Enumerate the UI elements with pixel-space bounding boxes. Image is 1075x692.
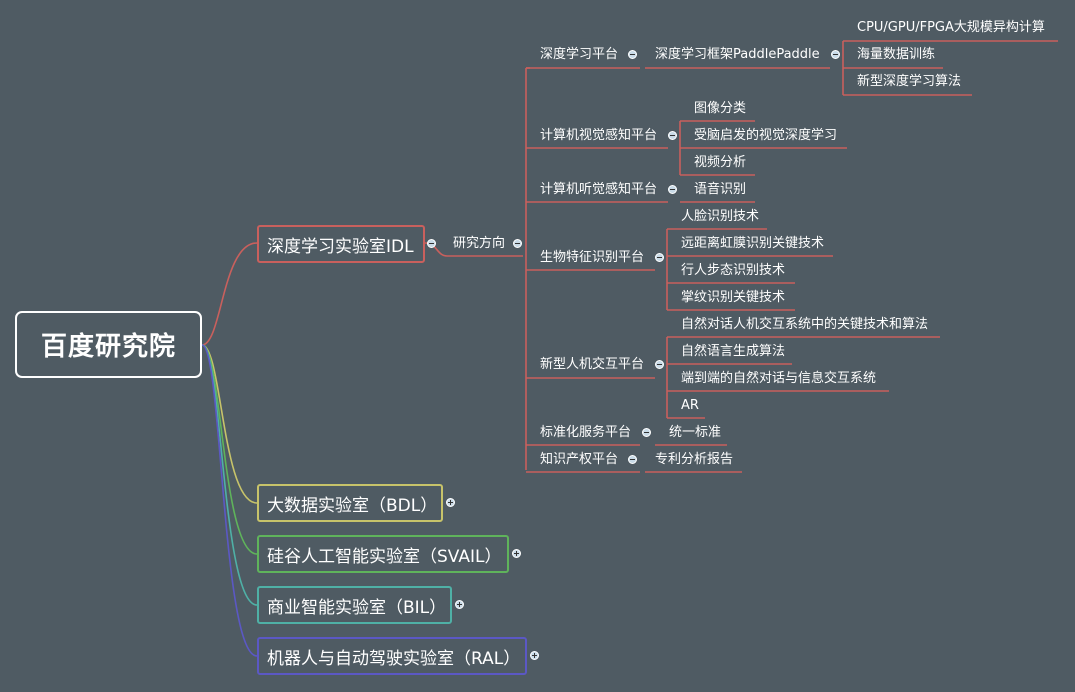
research-direction-node[interactable]: 研究方向	[453, 236, 506, 251]
leaf-paddle[interactable]: 深度学习框架PaddlePaddle	[655, 47, 820, 62]
platform-hci[interactable]: 新型人机交互平台	[540, 357, 645, 372]
root-node[interactable]: 百度研究院	[15, 311, 202, 378]
lab-bdl-node[interactable]: 大数据实验室（BDL）	[257, 484, 443, 522]
lab-svail-node[interactable]: 硅谷人工智能实验室（SVAIL）	[257, 535, 509, 573]
lab-ral-label: 机器人与自动驾驶实验室（RAL）	[267, 648, 521, 669]
leaf-cv-2[interactable]: 受脑启发的视觉深度学习	[694, 128, 838, 143]
leaf-hci-4[interactable]: AR	[681, 398, 699, 413]
collapse-icon[interactable]	[513, 239, 522, 248]
expand-icon[interactable]	[446, 498, 455, 507]
leaf-paddle-2[interactable]: 海量数据训练	[857, 47, 936, 62]
leaf-hci-3[interactable]: 端到端的自然对话与信息交互系统	[681, 371, 877, 386]
expand-icon[interactable]	[512, 549, 521, 558]
platform-std[interactable]: 标准化服务平台	[540, 425, 632, 440]
platform-ip[interactable]: 知识产权平台	[540, 452, 619, 467]
lab-bil-label: 商业智能实验室（BIL）	[267, 597, 447, 618]
lab-bil-node[interactable]: 商业智能实验室（BIL）	[257, 586, 452, 624]
collapse-icon[interactable]	[831, 50, 840, 59]
expand-icon[interactable]	[455, 600, 464, 609]
collapse-icon[interactable]	[642, 428, 651, 437]
collapse-icon[interactable]	[628, 455, 637, 464]
collapse-icon[interactable]	[628, 50, 637, 59]
collapse-icon[interactable]	[668, 131, 677, 140]
collapse-icon[interactable]	[668, 185, 677, 194]
leaf-bio-2[interactable]: 远距离虹膜识别关键技术	[681, 236, 825, 251]
leaf-cv-3[interactable]: 视频分析	[694, 155, 747, 170]
expand-icon[interactable]	[530, 651, 539, 660]
lab-svail-label: 硅谷人工智能实验室（SVAIL）	[267, 546, 502, 567]
leaf-std-1[interactable]: 统一标准	[669, 425, 722, 440]
collapse-icon[interactable]	[655, 253, 664, 262]
lab-idl-node[interactable]: 深度学习实验室IDL	[257, 225, 425, 263]
leaf-paddle-1[interactable]: CPU/GPU/FPGA大规模异构计算	[857, 20, 1045, 35]
platform-bio[interactable]: 生物特征识别平台	[540, 250, 645, 265]
lab-bdl-label: 大数据实验室（BDL）	[267, 495, 438, 516]
leaf-bio-1[interactable]: 人脸识别技术	[681, 209, 760, 224]
collapse-icon[interactable]	[655, 360, 664, 369]
leaf-bio-3[interactable]: 行人步态识别技术	[681, 263, 786, 278]
collapse-icon[interactable]	[427, 239, 436, 248]
leaf-asr-1[interactable]: 语音识别	[694, 182, 747, 197]
leaf-ip-1[interactable]: 专利分析报告	[655, 452, 734, 467]
leaf-cv-1[interactable]: 图像分类	[694, 101, 747, 116]
platform-asr[interactable]: 计算机听觉感知平台	[540, 182, 658, 197]
leaf-hci-2[interactable]: 自然语言生成算法	[681, 344, 786, 359]
lab-idl-label: 深度学习实验室IDL	[267, 236, 414, 257]
leaf-paddle-3[interactable]: 新型深度学习算法	[857, 74, 962, 89]
leaf-hci-1[interactable]: 自然对话人机交互系统中的关键技术和算法	[681, 317, 929, 332]
platform-dl[interactable]: 深度学习平台	[540, 47, 619, 62]
lab-ral-node[interactable]: 机器人与自动驾驶实验室（RAL）	[257, 637, 527, 675]
leaf-bio-4[interactable]: 掌纹识别关键技术	[681, 290, 786, 305]
platform-cv[interactable]: 计算机视觉感知平台	[540, 128, 658, 143]
